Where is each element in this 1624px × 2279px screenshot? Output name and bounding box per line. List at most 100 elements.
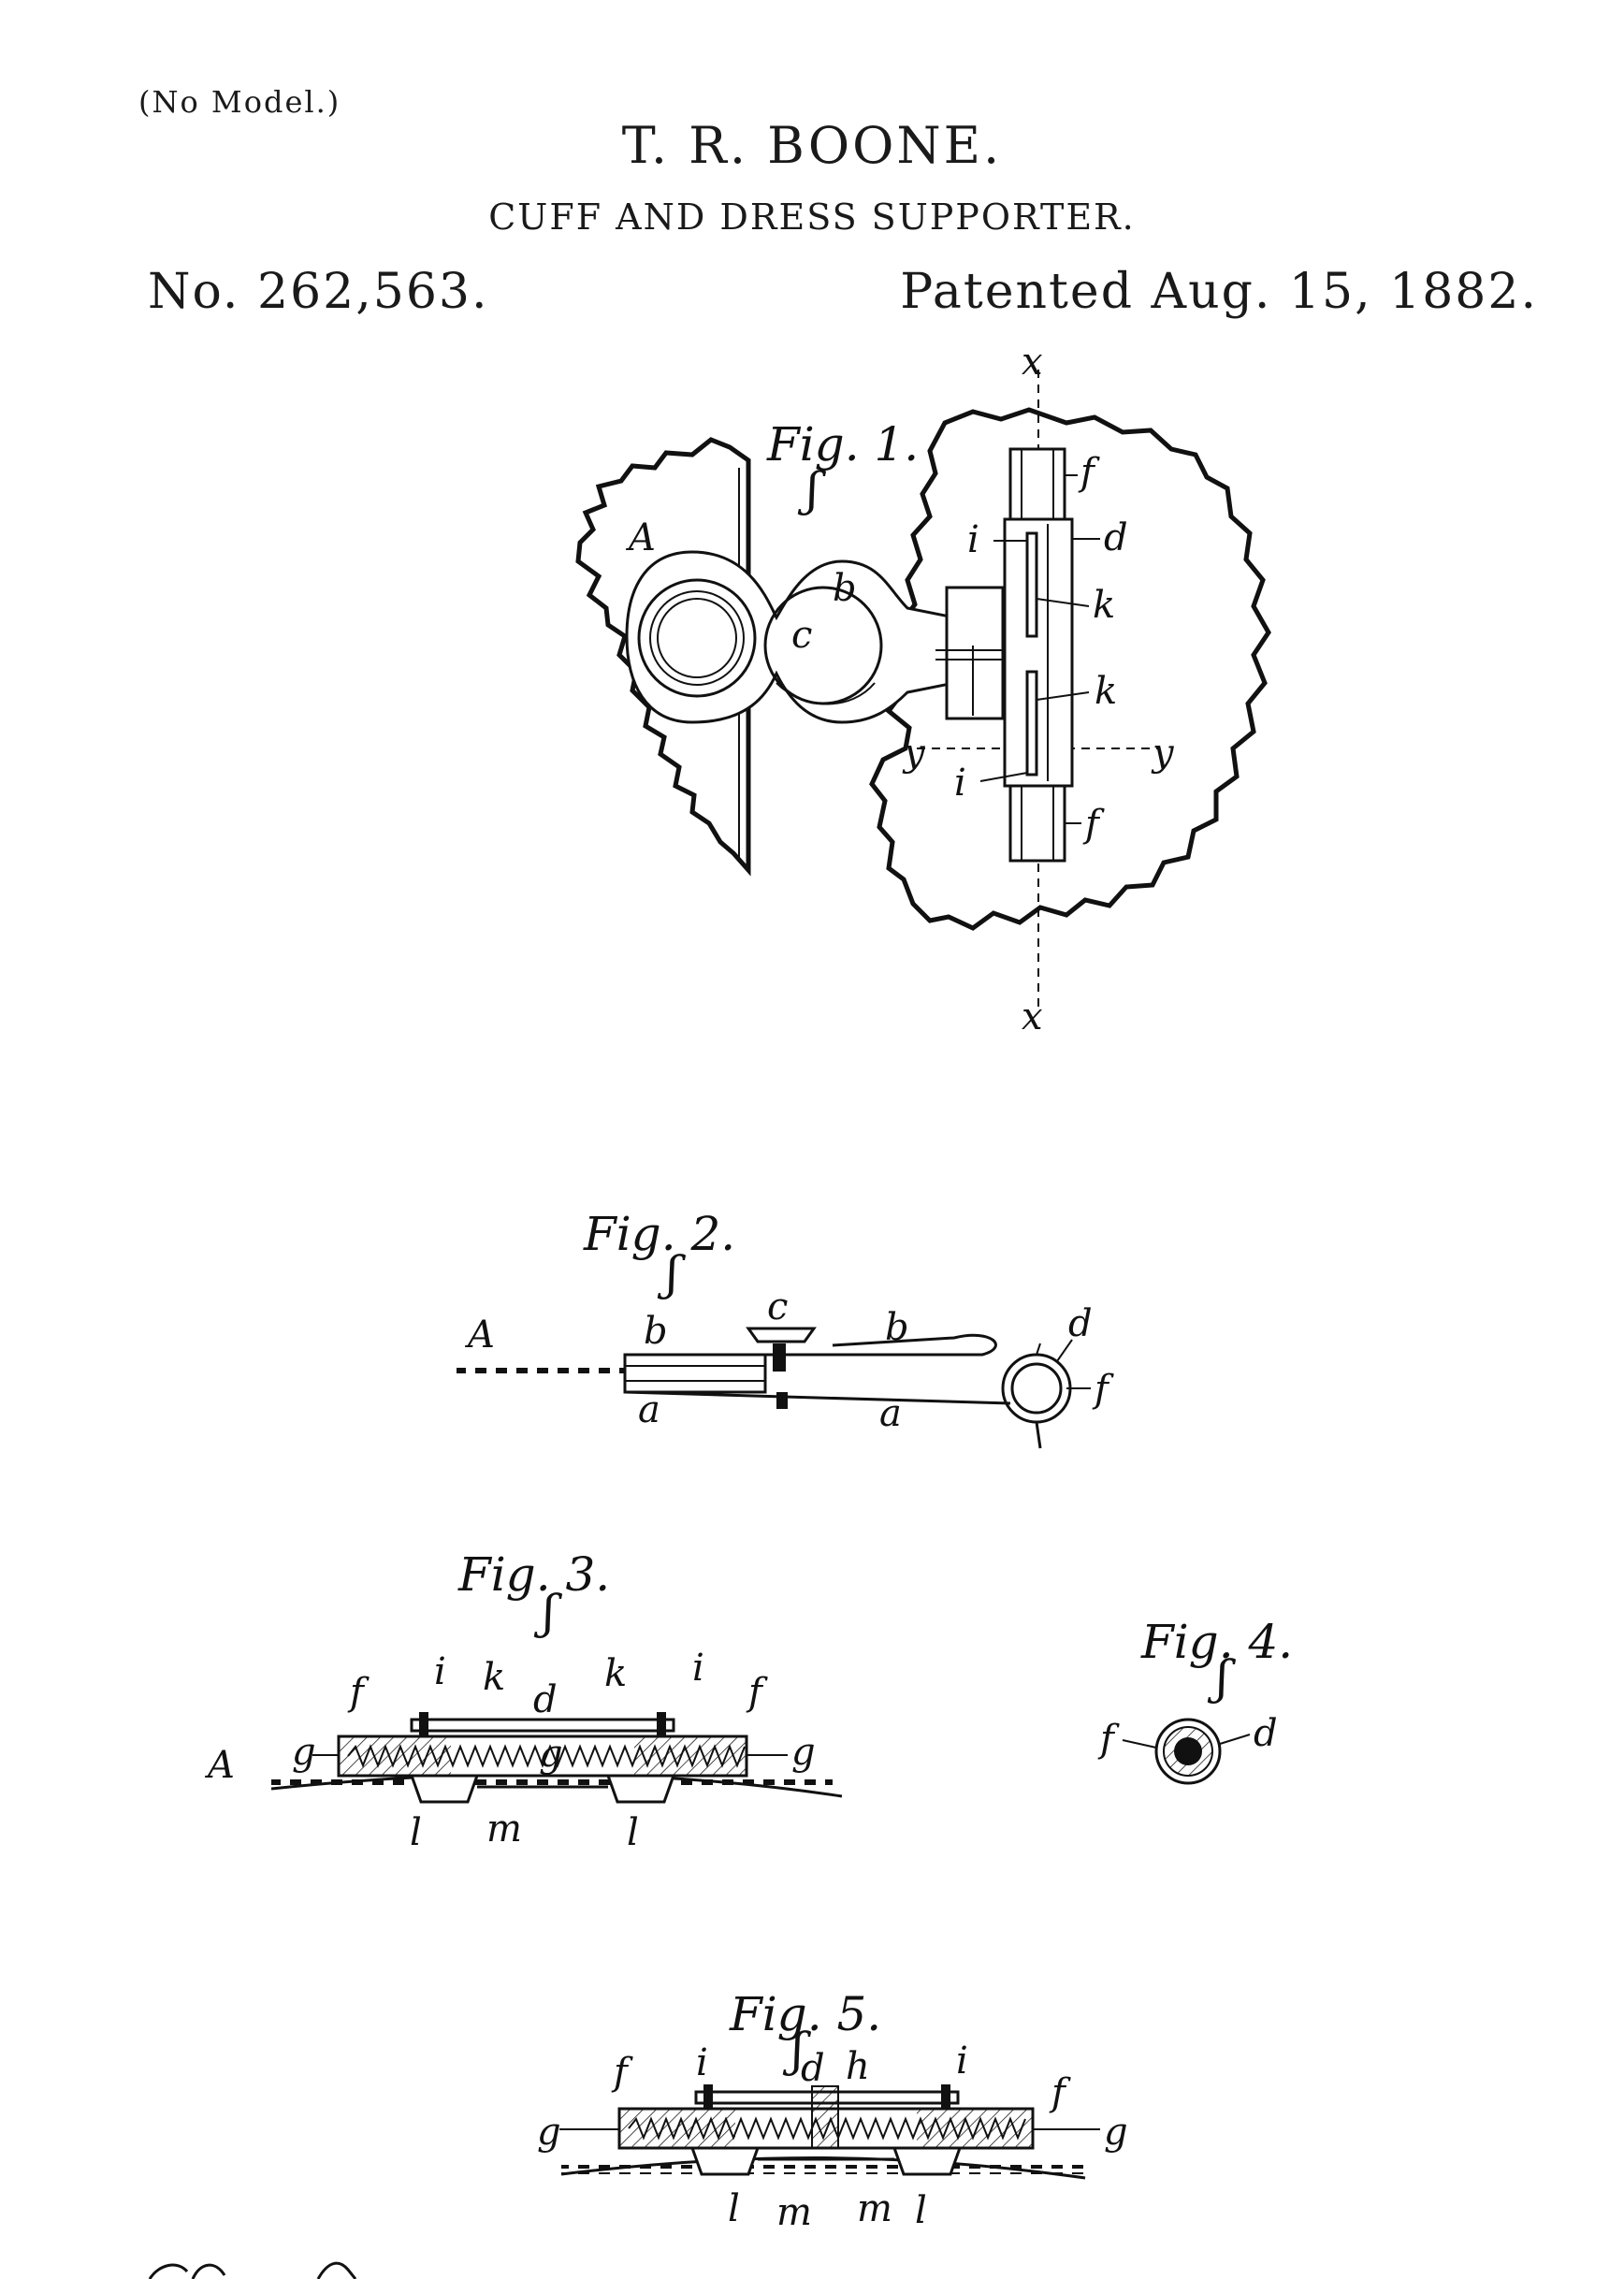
model-note: (No Model.) xyxy=(138,84,341,120)
figure-3: Fig. 3. ʃ A g g g f f i i k k d l m l xyxy=(204,1547,843,1854)
fig4-label: Fig. 4. xyxy=(1140,1615,1293,1669)
fig3-tube-hatch-left xyxy=(339,1736,451,1776)
fig2-stud xyxy=(773,1343,786,1372)
fig1-label-x-bottom: x xyxy=(1022,995,1043,1038)
fig1-label-d: d xyxy=(1104,516,1128,559)
fig2-label-b-left: b xyxy=(644,1310,668,1353)
patent-date: Patented Aug. 15, 1882. xyxy=(900,264,1538,320)
fig3-label-i-right: i xyxy=(692,1647,704,1690)
fig3-label: Fig. 3. xyxy=(457,1547,610,1602)
fig2-label-a-right: a xyxy=(879,1392,902,1435)
fig4-leader-d xyxy=(1219,1734,1251,1745)
fig2-pin-point xyxy=(1035,1421,1042,1449)
fig1-label-k-top: k xyxy=(1093,584,1115,627)
fig5-clip-l-right xyxy=(892,2146,963,2176)
fig5-label: Fig. 5. xyxy=(729,1987,881,2041)
fig3-sleeve-d xyxy=(410,1718,675,1733)
fig3-label-m: m xyxy=(486,1807,522,1851)
fig1-label-b: b xyxy=(833,567,857,610)
fig4-leader-f xyxy=(1122,1739,1157,1749)
fig1-label-f-bottom: f xyxy=(1082,803,1105,846)
fig3-label-l-left: l xyxy=(410,1811,422,1854)
fig1-label-f-top: f xyxy=(1078,451,1100,494)
fig2-label-f: f xyxy=(1092,1368,1114,1411)
patent-number: No. 262,563. xyxy=(148,264,489,320)
fig5-label-i-right: i xyxy=(956,2039,968,2083)
fig5-label-h: h xyxy=(846,2045,870,2088)
figure-2: Fig. 2. ʃ A b c b d f a a xyxy=(457,1207,1114,1449)
fig3-label-f-left: f xyxy=(347,1671,370,1714)
fig3-label-d: d xyxy=(533,1678,558,1721)
fig1-label-x-top: x xyxy=(1022,341,1043,384)
fig1-ring-inner xyxy=(649,590,745,686)
fig4-tube-f xyxy=(1154,1718,1222,1785)
fig2-button-c xyxy=(746,1327,817,1343)
fig1-leader-i-bottom xyxy=(979,772,1028,782)
fig2-label-d: d xyxy=(1068,1302,1093,1345)
fig3-label-k-left: k xyxy=(483,1656,505,1699)
fig2-spring-arm-b xyxy=(625,1333,997,1357)
fig3-label-k-right: k xyxy=(604,1652,627,1695)
fig1-fabric-a xyxy=(575,437,751,877)
fig1-leader-k-top xyxy=(1036,598,1090,607)
fig5-pin-i-right xyxy=(941,2084,950,2109)
fig5-label-l-left: l xyxy=(728,2187,740,2230)
fig2-pin-top xyxy=(1036,1343,1041,1356)
fig2-label-a: A xyxy=(464,1314,495,1357)
fig5-label-f-left: f xyxy=(611,2051,633,2094)
fig1-label-i-bottom: i xyxy=(954,762,966,805)
fig3-spring-g xyxy=(347,1744,746,1768)
fig5-stop-h xyxy=(811,2085,839,2149)
fig5-label-i-left: i xyxy=(696,2041,708,2084)
fig3-label-g-right: g xyxy=(791,1731,816,1774)
fig5-clip-l-left xyxy=(689,2146,761,2176)
fig5-label-g-right: g xyxy=(1104,2111,1128,2154)
fig3-pin-i-left xyxy=(419,1712,428,1736)
fig5-label-m-left: m xyxy=(776,2191,812,2234)
fig1-label-a: A xyxy=(625,516,656,559)
fig5-fabric xyxy=(561,2165,1085,2174)
fig4-label-f: f xyxy=(1097,1718,1120,1761)
witness-signature xyxy=(148,2261,357,2279)
fig3-label-a: A xyxy=(204,1744,235,1787)
fig2-leader-d xyxy=(1056,1339,1073,1362)
fig2-tube-inner xyxy=(1010,1362,1063,1415)
fig1-label-y-right: y xyxy=(1151,732,1175,775)
fig3-label-g-left: g xyxy=(292,1731,316,1774)
figure-4: Fig. 4. ʃ f d xyxy=(1097,1615,1293,1785)
fig2-label: Fig. 2. xyxy=(583,1207,735,1261)
fig5-tube-hatch-right xyxy=(917,2109,1033,2148)
fig1-ring-outer xyxy=(637,578,757,698)
figure-5: Fig. 5. ʃ g g f f i i d h l m m l xyxy=(537,1987,1128,2234)
fig2-base-a xyxy=(624,1390,1011,1405)
fig1-button-shadow xyxy=(776,682,876,705)
fig2-plate-layers xyxy=(623,1353,767,1394)
fig4-core-d xyxy=(1174,1737,1202,1765)
fig5-pin-i-left xyxy=(703,2084,713,2109)
fig1-label-c: c xyxy=(791,614,812,657)
fig1-label-i-top: i xyxy=(967,518,979,561)
fig3-tube-hatch-right xyxy=(634,1736,747,1776)
fig3-clip-l-right xyxy=(605,1774,676,1804)
fig2-label-a-left: a xyxy=(638,1388,660,1431)
fig3-fabric-a xyxy=(271,1779,833,1789)
fig1-ring-inner2 xyxy=(657,598,737,678)
fig3-clip-l-left xyxy=(409,1774,480,1804)
fig3-label-g-mid: g xyxy=(539,1733,563,1776)
fig5-label-g-left: g xyxy=(537,2111,561,2154)
fig1-clamp-block xyxy=(945,586,1005,720)
fig1-sleeve-d xyxy=(1003,517,1074,788)
fig4-label-d: d xyxy=(1254,1712,1278,1755)
figure-1: Fig. 1. ʃ x x f d xyxy=(575,341,1271,1038)
fig1-slot-k-top xyxy=(1025,531,1038,638)
fig5-label-f-right: f xyxy=(1049,2071,1071,2114)
fig1-label: Fig. 1. xyxy=(766,417,919,472)
fig5-label-d: d xyxy=(801,2047,825,2090)
fig5-label-m-right: m xyxy=(857,2187,892,2230)
fig3-label-l-right: l xyxy=(627,1811,639,1854)
inventor-name: T. R. BOONE. xyxy=(621,116,1003,175)
fig1-label-k-bottom: k xyxy=(1095,670,1117,713)
fig1-leader-k-bottom xyxy=(1036,691,1090,701)
fig3-label-i-left: i xyxy=(434,1650,446,1693)
